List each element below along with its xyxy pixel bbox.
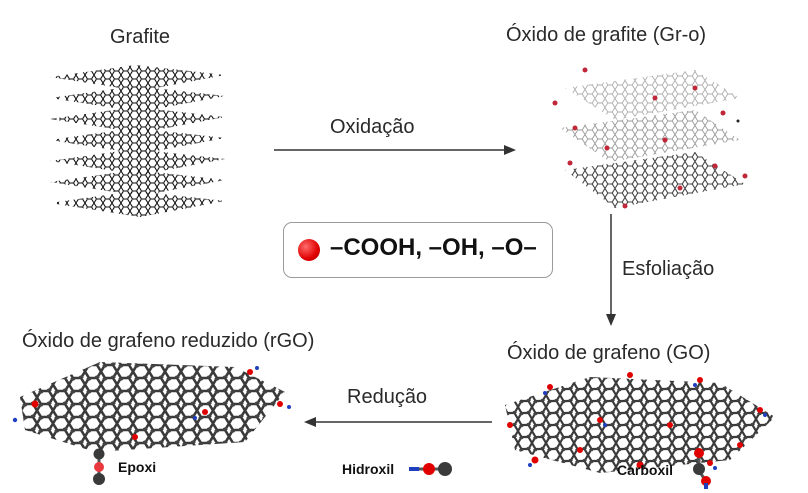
graphite-layer (50, 170, 225, 196)
graphite-layer (50, 107, 225, 133)
reduction-label: Redução (347, 386, 428, 408)
graphite-layers-image (50, 65, 225, 217)
hidroxil-label: Hidroxil (342, 461, 395, 477)
epoxi-molecule-icon (93, 448, 105, 485)
graphite-oxide-image (552, 67, 748, 209)
epoxi-label: Epoxi (118, 459, 157, 475)
carboxil-label: Carboxil (617, 462, 674, 478)
functional-group-legend: –COOH, –OH, –O– (283, 222, 553, 278)
exfoliation-arrow (606, 214, 616, 326)
oxygen-dot-icon (298, 239, 320, 261)
graphite-layer (50, 65, 225, 91)
oxidation-label: Oxidação (330, 116, 415, 138)
exfoliation-label: Esfoliação (622, 258, 715, 280)
reduced-graphene-oxide-image (12, 362, 291, 452)
graphite-oxide-label: Óxido de grafite (Gr-o) (506, 24, 707, 46)
reduction-arrow (304, 417, 492, 427)
rgo-label: Óxido de grafeno reduzido (rGO) (22, 330, 315, 352)
legend-text: –COOH, –OH, –O– (330, 234, 537, 261)
graphite-layer (50, 128, 225, 154)
carboxil-molecule-icon (693, 448, 711, 489)
graphite-layer (50, 191, 225, 217)
go-label: Óxido de grafeno (GO) (507, 342, 711, 364)
oxidation-arrow (274, 145, 516, 155)
hidroxil-molecule-icon (409, 462, 452, 476)
graphite-label: Grafite (110, 26, 171, 48)
graphite-layer (50, 86, 225, 112)
graphite-layer (50, 149, 225, 175)
graphene-oxide-image (505, 372, 775, 473)
